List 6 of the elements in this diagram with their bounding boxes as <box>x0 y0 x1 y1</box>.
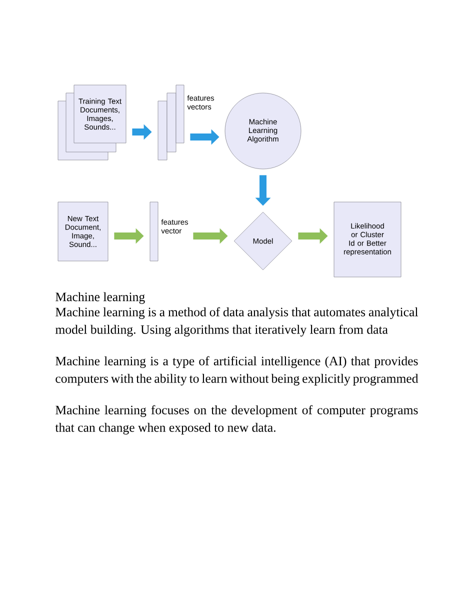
vector-bar <box>150 202 158 262</box>
paragraph: Machine learning is a method of data analysis that automates analytical model building. Using algorithms that iteratively learn from data <box>55 307 418 336</box>
heading: Machine learning <box>56 292 145 304</box>
paragraph: Machine learning focuses on the development of computer programs that can change when exposed to new data. <box>55 405 418 434</box>
vector-stack <box>158 84 184 160</box>
paragraph: Machine learning is a type of artificial intelligence (AI) that provides computers with the ability to learn without being explicitly programmed <box>56 356 418 386</box>
